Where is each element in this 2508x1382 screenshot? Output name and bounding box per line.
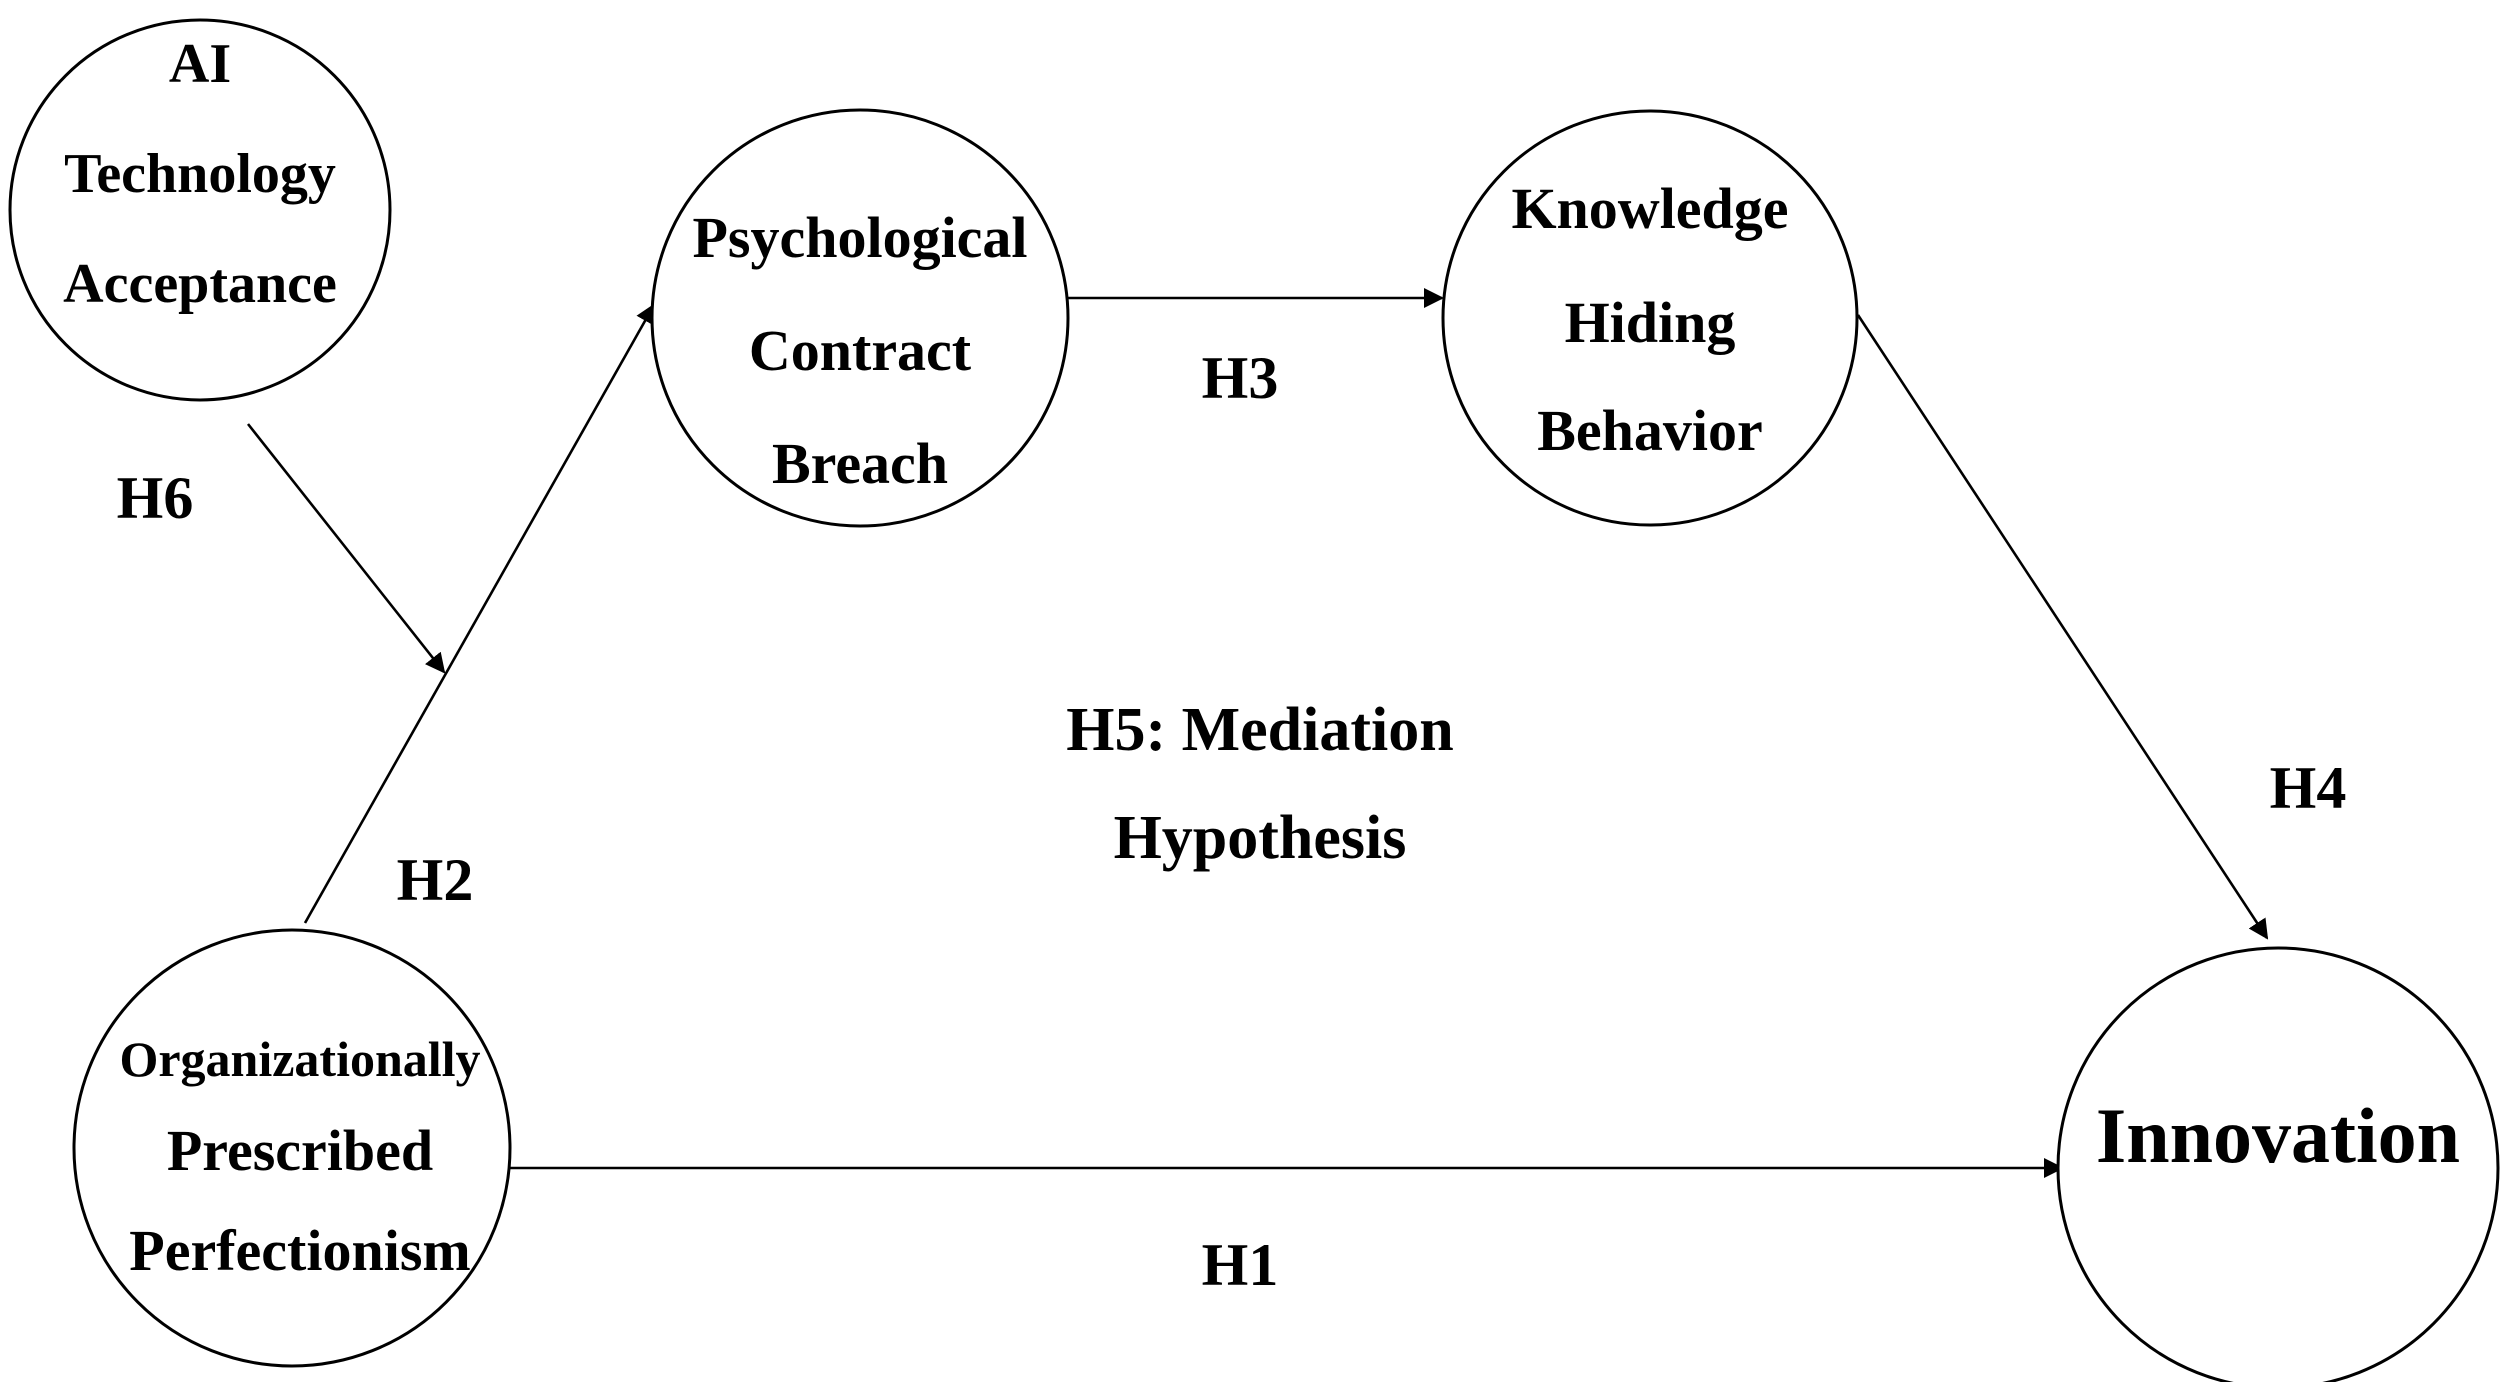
edge-h6-ai-moderation — [246, 423, 446, 674]
node-label-line: Prescribed — [167, 1118, 433, 1183]
node-label-line: Innovation — [2096, 1092, 2460, 1179]
node-label-line: Technology — [64, 143, 336, 205]
node-circle — [1441, 109, 1859, 527]
node-circle — [2056, 946, 2500, 1382]
node-label-line: Behavior — [1537, 398, 1763, 463]
node-label-line: Psychological — [692, 205, 1027, 270]
hypothesis-label-h1: H1 — [1202, 1232, 1279, 1298]
node-label-line: Acceptance — [63, 253, 337, 315]
node-circle — [72, 928, 512, 1368]
hypothesis-label-h6: H6 — [117, 465, 194, 531]
node-innovation: Innovation — [2056, 946, 2500, 1382]
edge-h2-opp-to-pcb — [303, 303, 656, 924]
node-ai-technology-acceptance: AI Technology Acceptance — [8, 18, 392, 402]
node-label-line: Knowledge — [1511, 176, 1788, 241]
node-label-line: Hiding — [1565, 290, 1736, 355]
node-circle — [650, 108, 1070, 528]
node-label-line: AI — [169, 33, 231, 95]
node-label-line: Breach — [772, 431, 948, 496]
node-psychological-contract-breach: Psychological Contract Breach — [650, 108, 1070, 528]
hypothesis-label-h5-line1: H5: Mediation — [1066, 696, 1453, 764]
node-organizationally-prescribed-perfectionism: Organizationally Prescribed Perfectionis… — [72, 928, 512, 1368]
hypothesis-label-h5-line2: Hypothesis — [1114, 804, 1407, 872]
node-knowledge-hiding-behavior: Knowledge Hiding Behavior — [1441, 109, 1859, 527]
hypothesis-label-h4: H4 — [2270, 755, 2347, 821]
edge-h4-khb-to-innovation — [1856, 314, 2269, 940]
hypothesis-label-h2: H2 — [397, 847, 474, 913]
node-label-line: Perfectionism — [129, 1218, 470, 1283]
node-circle — [8, 18, 392, 402]
node-label-line: Organizationally — [119, 1031, 480, 1087]
node-label-line: Contract — [749, 318, 972, 383]
hypothesis-label-h3: H3 — [1202, 345, 1279, 411]
